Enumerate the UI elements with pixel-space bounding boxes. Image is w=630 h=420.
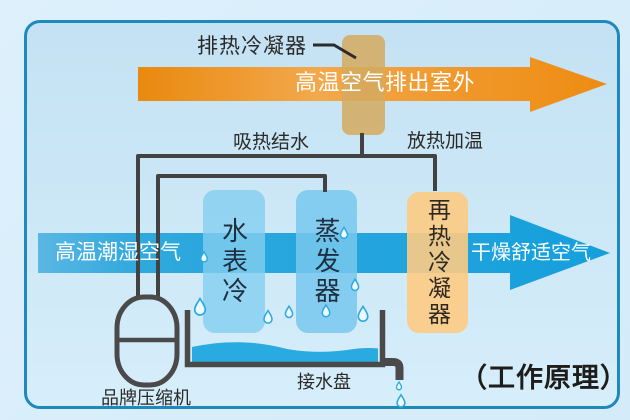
compressor-body xyxy=(114,294,180,388)
surface-cooler-block: 水表冷 xyxy=(203,190,265,333)
release-heat-label: 放热加温 xyxy=(407,131,484,152)
reheat-condenser-block: 再热冷凝器 xyxy=(407,192,468,333)
exhaust-condenser-pointer-line xyxy=(313,43,357,60)
water-drop-icon xyxy=(357,305,369,323)
water-drop-icon xyxy=(396,393,406,408)
water-drop-icon xyxy=(200,251,208,263)
water-drop-icon xyxy=(263,309,273,324)
exhaust-condenser-callout-label: 排热冷凝器 xyxy=(197,35,307,58)
drip-tray-label: 接水盘 xyxy=(297,372,351,392)
water-drop-icon xyxy=(339,226,349,240)
compressor-label: 品牌压缩机 xyxy=(101,388,191,408)
water-drop-icon xyxy=(284,305,294,319)
drip-tray-body xyxy=(184,310,386,368)
refrigerant-pipes xyxy=(136,133,437,298)
exhaust-arrow-text: 高温空气排出室外 xyxy=(295,70,476,95)
evaporator-label: 蒸发器 xyxy=(311,216,341,307)
water-drop-icon xyxy=(193,297,207,316)
drain-spout xyxy=(380,358,404,380)
water-drop-icon xyxy=(395,381,403,391)
water-drop-icon xyxy=(350,278,360,292)
collected-water xyxy=(192,342,378,362)
absorb-heat-label: 吸热结水 xyxy=(233,132,310,153)
exhaust-condenser-block xyxy=(342,35,385,135)
diagram-caption: （工作原理） xyxy=(460,363,628,393)
water-drop-icon xyxy=(321,304,331,318)
evaporator-block: 蒸发器 xyxy=(296,190,357,333)
inlet-air-text: 高温潮湿空气 xyxy=(55,241,181,264)
surface-cooler-label: 水表冷 xyxy=(218,216,249,307)
reheat-condenser-label: 再热冷凝器 xyxy=(424,197,451,328)
outlet-air-text: 干燥舒适空气 xyxy=(471,242,591,264)
